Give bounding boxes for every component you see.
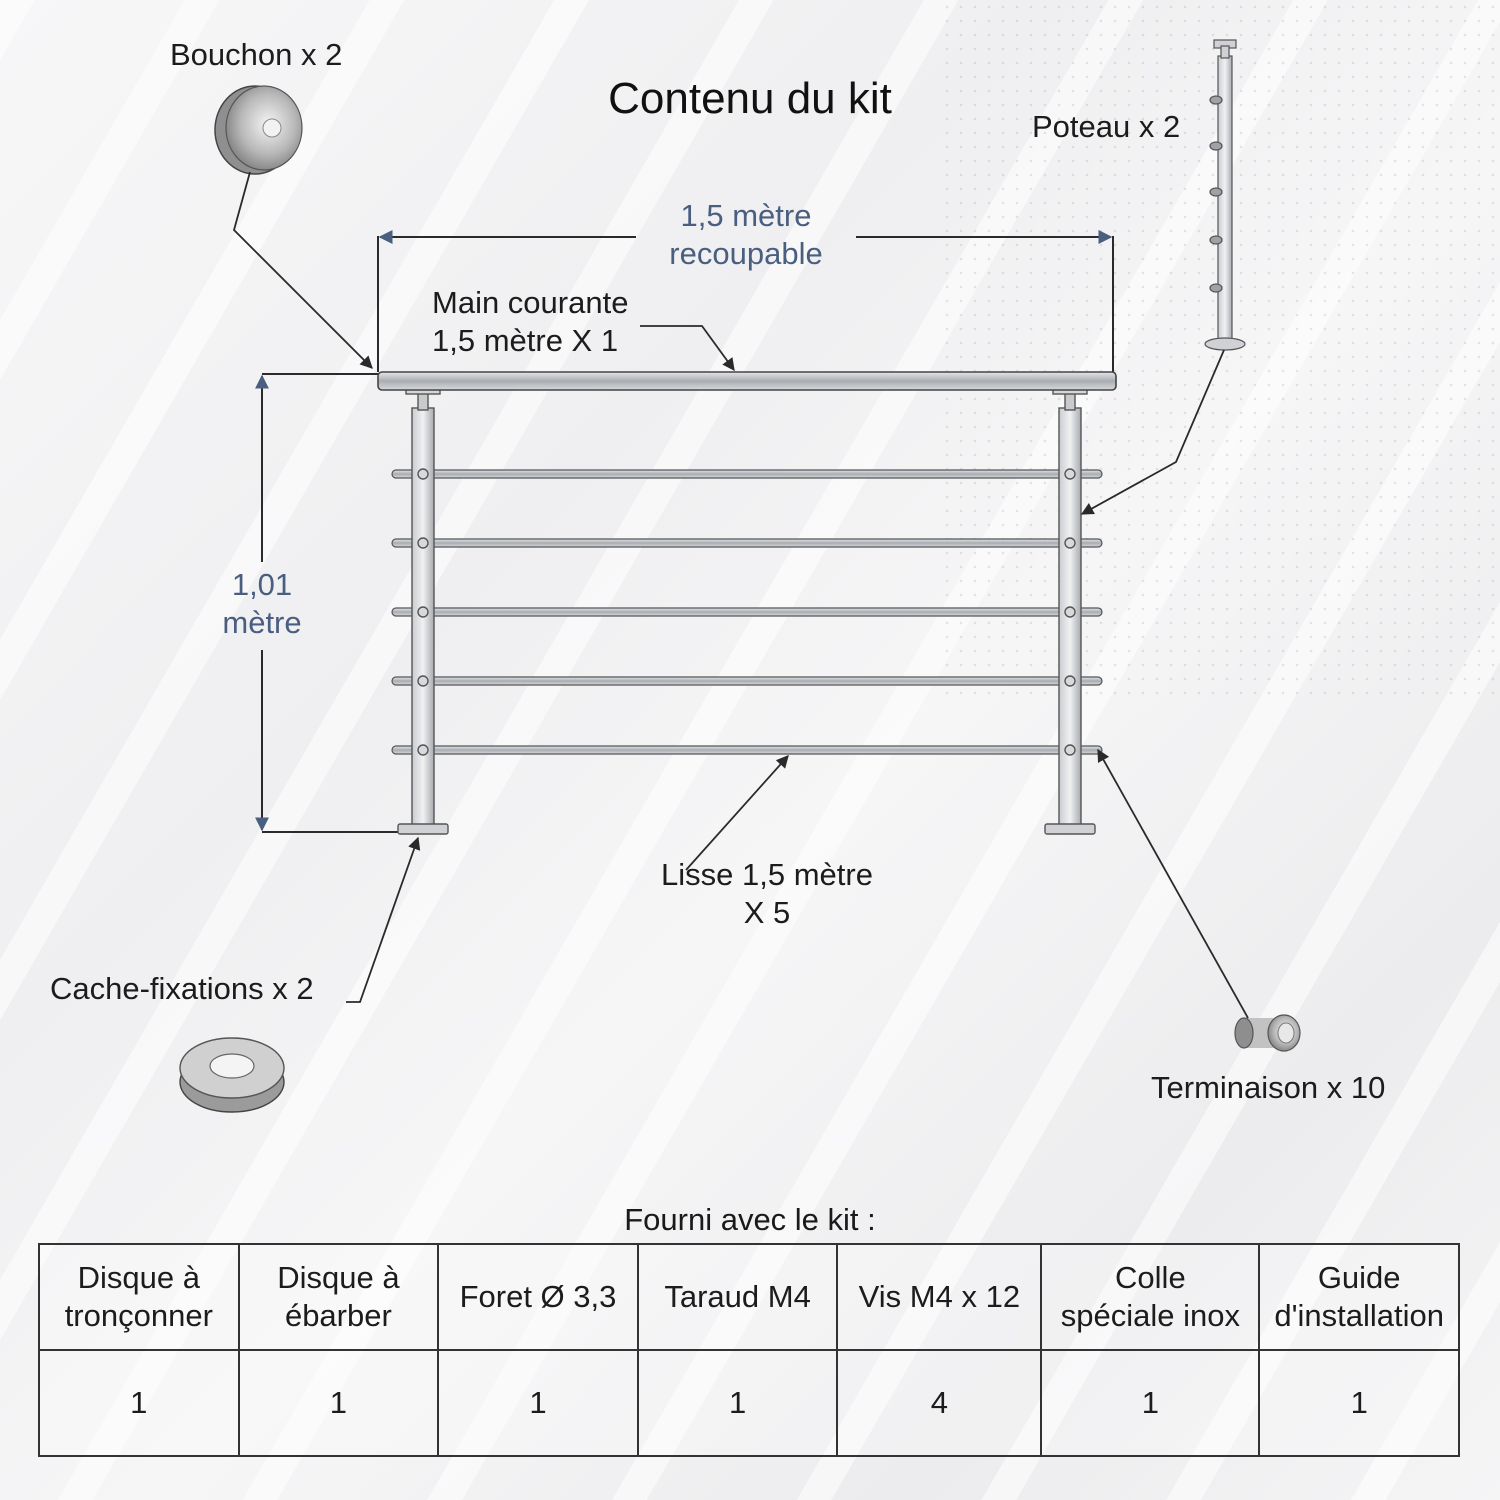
kit-contents-table: Disque à tronçonner Disque à ébarber For… — [38, 1243, 1460, 1457]
handrail — [377, 371, 1117, 391]
terminaison-fitting — [1234, 1014, 1301, 1052]
table-header-cell: Guide d'installation — [1258, 1243, 1460, 1351]
table-header-cell: Taraud M4 — [636, 1243, 839, 1351]
table-header-cell: Disque à tronçonner — [38, 1243, 240, 1351]
rail-3 — [391, 607, 1103, 617]
label-width-dimension: 1,5 mètre recoupable — [669, 198, 823, 271]
label-terminaison: Terminaison x 10 — [1151, 1070, 1386, 1105]
right-post — [1044, 387, 1096, 835]
rail-5 — [391, 745, 1103, 755]
table-caption: Fourni avec le kit : — [624, 1202, 876, 1237]
cache-fixations-disc — [179, 1037, 285, 1113]
width-dimension — [377, 230, 1114, 372]
poteau-illustration — [1204, 39, 1246, 351]
label-bouchon: Bouchon x 2 — [170, 37, 343, 72]
leader-lines — [232, 171, 1249, 1019]
table-cell-qty: 1 — [38, 1349, 240, 1457]
label-main-courante: Main courante 1,5 mètre X 1 — [432, 285, 629, 358]
railing-diagram — [179, 39, 1301, 1113]
table-header-row: Disque à tronçonner Disque à ébarber For… — [38, 1243, 1460, 1351]
rails — [391, 469, 1103, 755]
table-header-cell: Colle spéciale inox — [1040, 1243, 1261, 1351]
table-header-cell: Disque à ébarber — [237, 1243, 440, 1351]
rail-4 — [391, 676, 1103, 686]
table-cell-qty: 1 — [1258, 1349, 1460, 1457]
table-cell-qty: 4 — [836, 1349, 1043, 1457]
table-header-cell: Foret Ø 3,3 — [437, 1243, 639, 1351]
rail-1 — [391, 469, 1103, 479]
table-header-cell: Vis M4 x 12 — [836, 1243, 1043, 1351]
table-cell-qty: 1 — [237, 1349, 440, 1457]
rail-2 — [391, 538, 1103, 548]
height-dimension — [255, 373, 410, 833]
table-cell-qty: 1 — [1040, 1349, 1261, 1457]
label-height-dimension: 1,01 mètre — [222, 567, 302, 640]
label-poteau: Poteau x 2 — [1032, 109, 1181, 144]
label-lisse: Lisse 1,5 mètre X 5 — [661, 857, 873, 930]
left-post — [397, 387, 449, 835]
page-title: Contenu du kit — [608, 74, 892, 123]
table-cell-qty: 1 — [437, 1349, 639, 1457]
table-cell-qty: 1 — [636, 1349, 839, 1457]
table-row: 1 1 1 1 4 1 1 — [38, 1349, 1460, 1457]
label-cache-fixations: Cache-fixations x 2 — [50, 971, 314, 1006]
bouchon-cap — [214, 85, 303, 175]
